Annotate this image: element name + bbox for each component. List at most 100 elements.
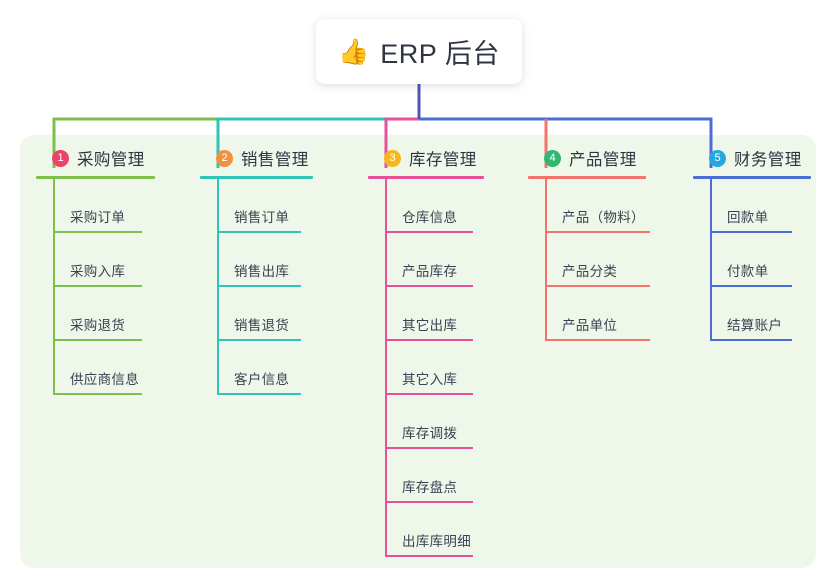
leaf-underline (218, 393, 301, 395)
branch-title: 销售管理 (241, 151, 309, 169)
leaf-item[interactable]: 客户信息 (217, 341, 313, 395)
leaf-underline (218, 339, 301, 341)
branch-column-5: 5 财务管理回款单付款单结算账户 (693, 146, 811, 341)
leaf-label: 采购订单 (70, 210, 126, 225)
leaf-label: 销售订单 (234, 210, 290, 225)
root-node-card[interactable]: 👍 ERP 后台 (316, 19, 522, 84)
leaf-underline (54, 339, 142, 341)
leaf-item[interactable]: 产品库存 (385, 233, 484, 287)
leaf-item[interactable]: 产品（物料） (545, 179, 650, 233)
leaf-item[interactable]: 采购入库 (53, 233, 155, 287)
branch-underline (693, 176, 811, 179)
branch-header-1[interactable]: 1 采购管理 (36, 146, 155, 170)
leaf-item[interactable]: 产品分类 (545, 233, 650, 287)
leaf-underline (54, 231, 142, 233)
leaf-item[interactable]: 回款单 (710, 179, 811, 233)
leaf-list: 回款单付款单结算账户 (693, 179, 811, 341)
leaf-list: 销售订单销售出库销售退货客户信息 (200, 179, 313, 395)
leaf-item[interactable]: 结算账户 (710, 287, 811, 341)
leaf-label: 销售退货 (234, 318, 290, 333)
branch-header-2[interactable]: 2 销售管理 (200, 146, 313, 170)
leaf-underline (386, 339, 473, 341)
leaf-list: 仓库信息产品库存其它出库其它入库库存调拨库存盘点出库库明细 (368, 179, 484, 557)
leaf-label: 采购退货 (70, 318, 126, 333)
leaf-underline (218, 231, 301, 233)
leaf-label: 产品库存 (402, 264, 458, 279)
branch-trunk-line (710, 179, 712, 341)
leaf-list: 产品（物料） 产品分类产品单位 (528, 179, 650, 341)
leaf-label: 付款单 (727, 264, 769, 279)
branch-trunk-line (545, 179, 547, 341)
branch-trunk-line (217, 179, 219, 395)
leaf-label: 库存调拨 (402, 426, 458, 441)
leaf-underline (386, 501, 473, 503)
branch-underline (36, 176, 155, 179)
leaf-item[interactable]: 销售订单 (217, 179, 313, 233)
leaf-item[interactable]: 其它入库 (385, 341, 484, 395)
leaf-underline (711, 231, 792, 233)
branch-number-badge: 2 (216, 149, 233, 167)
leaf-item[interactable]: 出库库明细 (385, 503, 484, 557)
branch-number-badge: 3 (384, 149, 401, 167)
leaf-underline (218, 285, 301, 287)
leaf-label: 其它出库 (402, 318, 458, 333)
leaf-underline (54, 285, 142, 287)
leaf-item[interactable]: 供应商信息 (53, 341, 155, 395)
leaf-label: 产品分类 (562, 264, 618, 279)
branch-underline (528, 176, 646, 179)
leaf-item[interactable]: 其它出库 (385, 287, 484, 341)
leaf-underline (546, 339, 650, 341)
leaf-underline (546, 285, 650, 287)
leaf-underline (546, 231, 650, 233)
branch-header-3[interactable]: 3 库存管理 (368, 146, 484, 170)
leaf-underline (386, 447, 473, 449)
leaf-underline (386, 285, 473, 287)
branch-trunk-line (53, 179, 55, 395)
leaf-item[interactable]: 库存调拨 (385, 395, 484, 449)
branch-trunk-line (385, 179, 387, 557)
leaf-item[interactable]: 仓库信息 (385, 179, 484, 233)
leaf-label: 出库库明细 (402, 534, 471, 549)
branch-title: 库存管理 (409, 151, 477, 169)
leaf-label: 供应商信息 (70, 372, 139, 387)
leaf-item[interactable]: 销售出库 (217, 233, 313, 287)
branch-underline (368, 176, 484, 179)
leaf-item[interactable]: 采购退货 (53, 287, 155, 341)
branch-column-1: 1 采购管理采购订单采购入库采购退货供应商信息 (36, 146, 155, 395)
leaf-label: 采购入库 (70, 264, 126, 279)
branch-title: 产品管理 (569, 151, 637, 169)
branch-underline (200, 176, 313, 179)
leaf-label: 销售出库 (234, 264, 290, 279)
leaf-label: 其它入库 (402, 372, 458, 387)
branch-number-badge: 1 (52, 149, 69, 167)
branch-title: 财务管理 (734, 151, 802, 169)
leaf-item[interactable]: 产品单位 (545, 287, 650, 341)
leaf-label: 仓库信息 (402, 210, 458, 225)
leaf-list: 采购订单采购入库采购退货供应商信息 (36, 179, 155, 395)
leaf-item[interactable]: 销售退货 (217, 287, 313, 341)
root-node-title: ERP 后台 (380, 39, 500, 69)
thumbs-up-icon: 👍 (338, 37, 370, 66)
branch-column-3: 3 库存管理仓库信息产品库存其它出库其它入库库存调拨库存盘点出库库明细 (368, 146, 484, 557)
branch-number-badge: 5 (709, 149, 726, 167)
leaf-label: 产品单位 (562, 318, 618, 333)
leaf-label: 产品（物料） (562, 210, 645, 225)
leaf-underline (711, 339, 792, 341)
leaf-label: 库存盘点 (402, 480, 458, 495)
branch-column-2: 2 销售管理销售订单销售出库销售退货客户信息 (200, 146, 313, 395)
branch-header-5[interactable]: 5 财务管理 (693, 146, 811, 170)
leaf-underline (386, 231, 473, 233)
branch-title: 采购管理 (77, 151, 145, 169)
leaf-underline (386, 555, 473, 557)
leaf-label: 回款单 (727, 210, 769, 225)
leaf-item[interactable]: 采购订单 (53, 179, 155, 233)
leaf-underline (711, 285, 792, 287)
leaf-label: 客户信息 (234, 372, 290, 387)
diagram-panel (20, 135, 816, 568)
leaf-label: 结算账户 (727, 318, 783, 333)
leaf-item[interactable]: 库存盘点 (385, 449, 484, 503)
leaf-item[interactable]: 付款单 (710, 233, 811, 287)
